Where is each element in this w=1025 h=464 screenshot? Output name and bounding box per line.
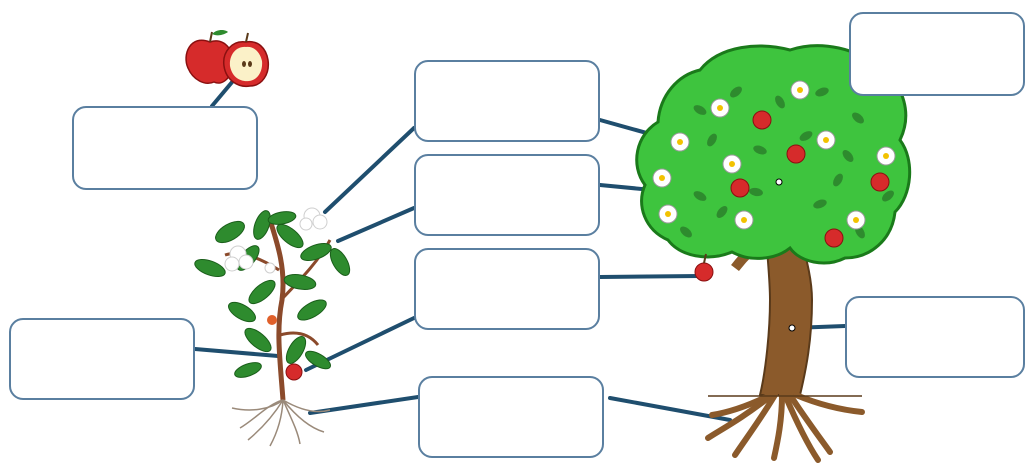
- seedling-fruit: [267, 315, 277, 325]
- flower: [670, 132, 690, 152]
- apple: [870, 172, 890, 192]
- seedling-branch: [279, 331, 320, 346]
- connector-plant-leaf: [336, 206, 416, 243]
- seedling-flowers: [224, 207, 328, 274]
- apple-tree-illustration: [635, 44, 912, 463]
- tree-leaves: [680, 86, 894, 239]
- flower: [722, 154, 742, 174]
- apple: [752, 110, 772, 130]
- cut-apple-stem: [245, 32, 249, 43]
- seedling-stem: [267, 219, 286, 401]
- apple: [730, 178, 750, 198]
- apple-stem: [209, 31, 213, 43]
- seedling-roots: [231, 399, 331, 447]
- apple-leaf: [212, 30, 228, 36]
- apple-seedling-illustration: [194, 207, 351, 447]
- seedling-fruit: [285, 363, 303, 381]
- apple-fruit-illustration: [185, 30, 270, 88]
- cut-apple-flesh: [229, 46, 263, 82]
- apple-seed: [248, 61, 252, 67]
- connector-tree-fruit: [598, 274, 702, 279]
- connector-plant-stem: [193, 347, 280, 358]
- flower: [658, 204, 678, 224]
- flower: [652, 168, 672, 188]
- hanging-apple-stem: [703, 253, 707, 264]
- apple: [694, 262, 714, 282]
- flower: [710, 98, 730, 118]
- flower: [790, 80, 810, 100]
- label-box-fruit-cut[interactable]: [72, 106, 258, 190]
- tree-flowers: [652, 80, 896, 230]
- label-box-plant-leaf[interactable]: [414, 154, 600, 236]
- flower: [846, 210, 866, 230]
- label-box-plant-root[interactable]: [418, 376, 604, 458]
- label-box-tree-trunk[interactable]: [845, 296, 1025, 378]
- apple: [786, 144, 806, 164]
- flower: [734, 210, 754, 230]
- tree-roots: [705, 392, 865, 463]
- connector-plant-flower: [323, 126, 416, 214]
- flower: [876, 146, 896, 166]
- apple: [824, 228, 844, 248]
- seedling-leaves: [194, 210, 351, 378]
- flower: [816, 130, 836, 150]
- label-box-plant-flower[interactable]: [414, 60, 600, 142]
- apple-seed: [242, 61, 246, 67]
- label-box-plant-stem[interactable]: [9, 318, 195, 400]
- label-box-tree-crown[interactable]: [849, 12, 1025, 96]
- pointer-dot-trunk: [788, 324, 796, 332]
- label-box-plant-fruit[interactable]: [414, 248, 600, 330]
- pointer-dot-crown: [775, 178, 783, 186]
